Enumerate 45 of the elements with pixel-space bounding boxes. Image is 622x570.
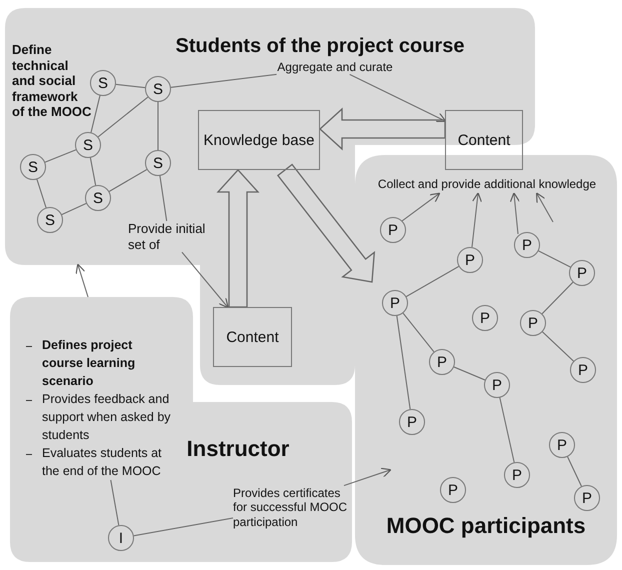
connector-line (542, 282, 574, 314)
connector-line (402, 312, 434, 352)
connector-line (90, 95, 100, 133)
connector-line (499, 397, 515, 463)
connector-line (110, 480, 120, 526)
list-item: Evaluates students at the end of the MOOC (22, 444, 174, 480)
arrow (536, 192, 554, 222)
connector-line (44, 149, 76, 163)
block-arrow (276, 164, 376, 283)
connector-line (396, 315, 411, 410)
connector-line (108, 169, 148, 192)
region-note: Define technical and social framework of the MOOC (12, 42, 92, 120)
block-arrow (216, 169, 260, 308)
region-title: MOOC participants (385, 513, 587, 540)
connector-line (538, 250, 571, 268)
connector-line (98, 96, 148, 138)
connector-line (36, 178, 47, 208)
arrow (510, 192, 520, 234)
arrow (472, 192, 482, 248)
arrow (349, 74, 446, 122)
list-item: Provides feedback and support when asked by students (22, 390, 174, 444)
connector-line (170, 74, 278, 88)
connector-line (567, 456, 582, 487)
connector-line (406, 266, 460, 298)
content-box: Content (213, 307, 292, 367)
connector-line (90, 157, 96, 186)
arrow (402, 192, 440, 222)
connector-line (542, 331, 574, 362)
annotation-text: Collect and provide additional knowledge (362, 177, 612, 192)
connector-line (61, 202, 87, 216)
connector-line (159, 175, 168, 222)
arrow (181, 252, 229, 308)
list-item: Defines project course learning scenario (22, 336, 174, 390)
region-title: Students of the project course (174, 34, 466, 58)
annotation-text: Provides certificates for successful MOOC participation (233, 486, 349, 530)
arrow (344, 468, 392, 486)
arrow (76, 264, 88, 298)
connector-line (115, 84, 146, 88)
knowledge-base-box: Knowledge base (198, 110, 320, 170)
annotation-text: Provide initial set of (128, 221, 210, 252)
region-title: Instructor (186, 436, 290, 462)
block-arrow (319, 108, 446, 150)
connector-line (454, 366, 486, 380)
connector-line (133, 517, 234, 536)
annotation-text: Aggregate and curate (270, 60, 400, 74)
